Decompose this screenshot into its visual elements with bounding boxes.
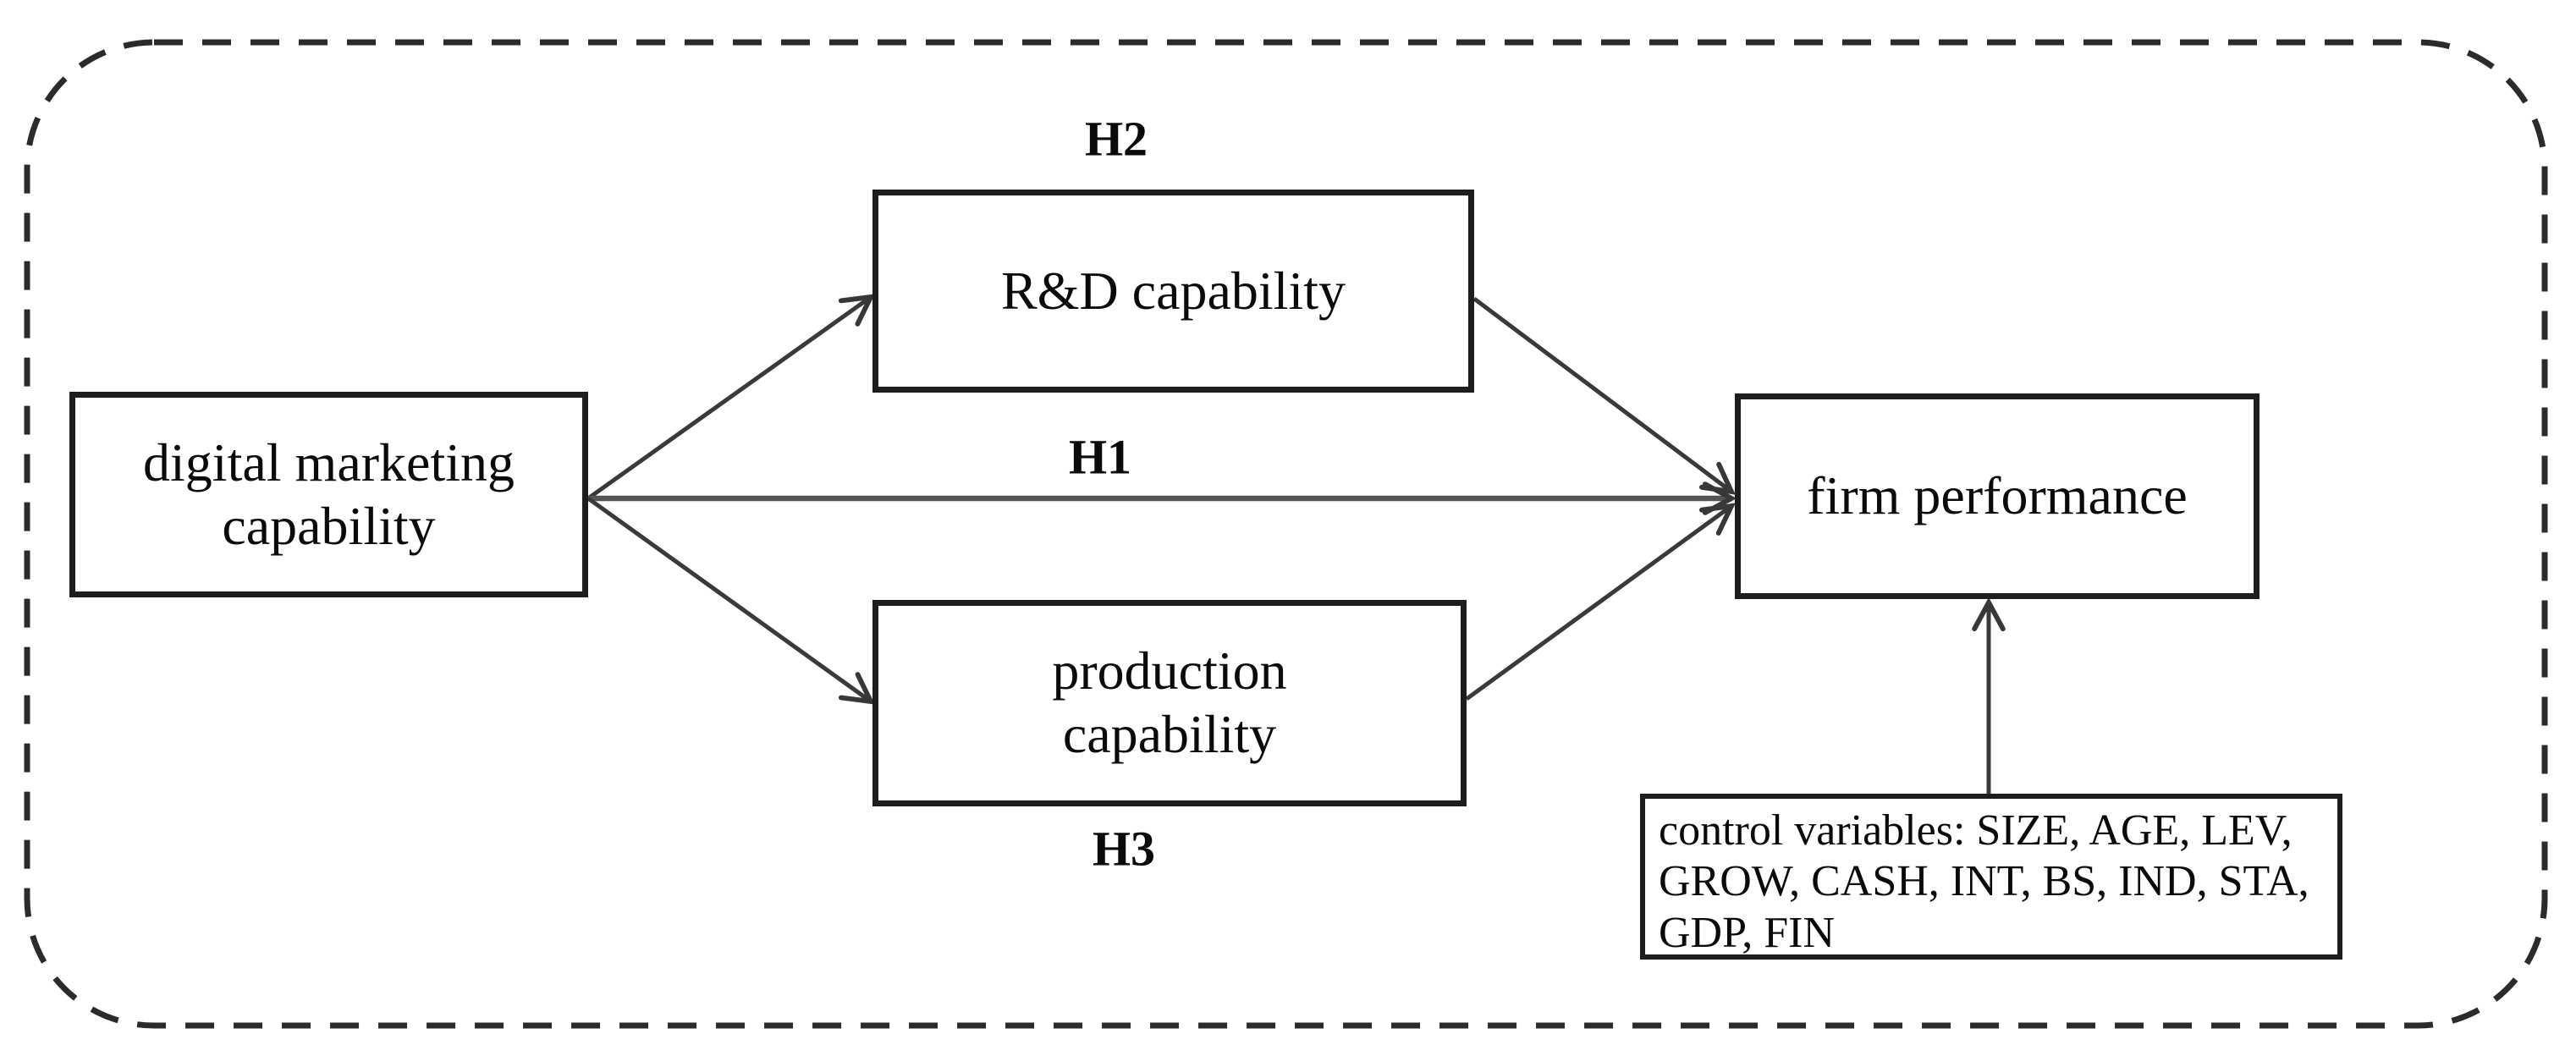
node-digital-marketing-capability-label: digital marketing capability [143, 432, 515, 556]
dashed-outer-border [24, 39, 2548, 1029]
arrow-dmc-to-rd [586, 297, 871, 501]
node-firm-performance: firm performance [1735, 393, 2260, 599]
node-production-capability: production capability [872, 600, 1467, 806]
hypothesis-label-h2: H2 [1084, 111, 1148, 167]
node-production-capability-label: production capability [1052, 641, 1287, 764]
node-firm-performance-label: firm performance [1807, 465, 2188, 526]
arrow-rd-to-firm [1472, 297, 1731, 492]
node-control-variables-label: control variables: SIZE, AGE, LEV, GROW,… [1659, 806, 2309, 957]
node-digital-marketing-capability: digital marketing capability [69, 392, 588, 597]
arrow-prod-to-firm [1465, 506, 1731, 701]
hypothesis-label-h1: H1 [1068, 429, 1132, 485]
hypothesis-label-h3: H3 [1092, 821, 1156, 877]
arrow-dmc-to-prod [586, 496, 871, 701]
node-control-variables: control variables: SIZE, AGE, LEV, GROW,… [1640, 794, 2342, 960]
node-rd-capability-label: R&D capability [1000, 260, 1346, 321]
node-rd-capability: R&D capability [872, 190, 1474, 393]
